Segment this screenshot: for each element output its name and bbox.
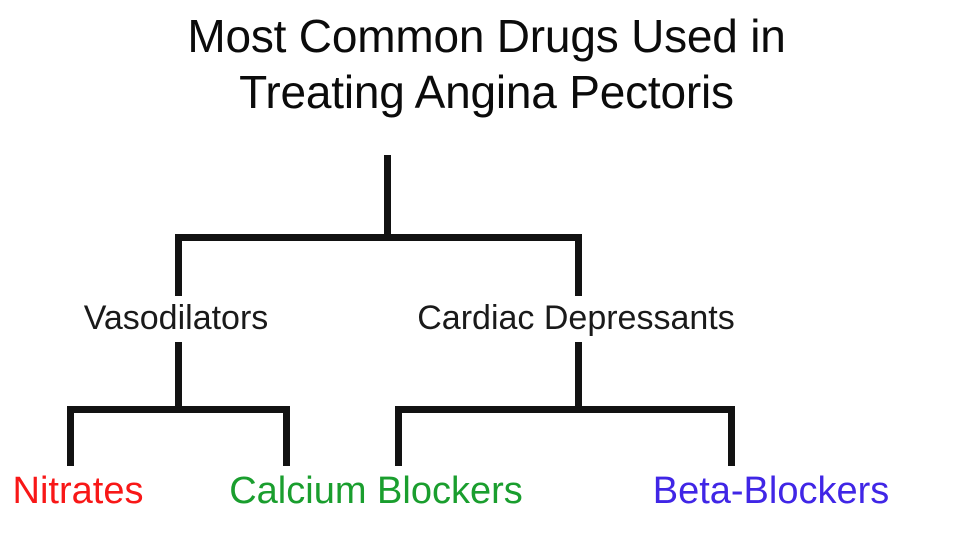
connector-vasodilators-arm-left <box>67 406 74 466</box>
node-cardiac-depressants: Cardiac Depressants <box>417 299 735 337</box>
connector-vasodilators-arm-right <box>283 406 290 466</box>
connector-root-horizontal-bar <box>175 234 582 241</box>
leaf-nitrates: Nitrates <box>12 470 144 512</box>
node-vasodilators: Vasodilators <box>83 299 269 337</box>
leaf-beta-blockers: Beta-Blockers <box>652 470 890 512</box>
connector-root-arm-left <box>175 234 182 296</box>
connector-cardiac-depressants-arm-right <box>728 406 735 466</box>
diagram-title: Most Common Drugs Used in Treating Angin… <box>187 10 786 118</box>
connector-cardiac-depressants-stem <box>575 342 582 412</box>
connector-vasodilators-bar <box>67 406 290 413</box>
connector-root-arm-right <box>575 234 582 296</box>
connector-cardiac-depressants-arm-left <box>395 406 402 466</box>
connector-cardiac-depressants-bar <box>395 406 735 413</box>
connector-vasodilators-stem <box>175 342 182 412</box>
connector-root-stem <box>384 155 391 241</box>
leaf-calcium-blockers: Calcium Blockers <box>229 470 523 512</box>
